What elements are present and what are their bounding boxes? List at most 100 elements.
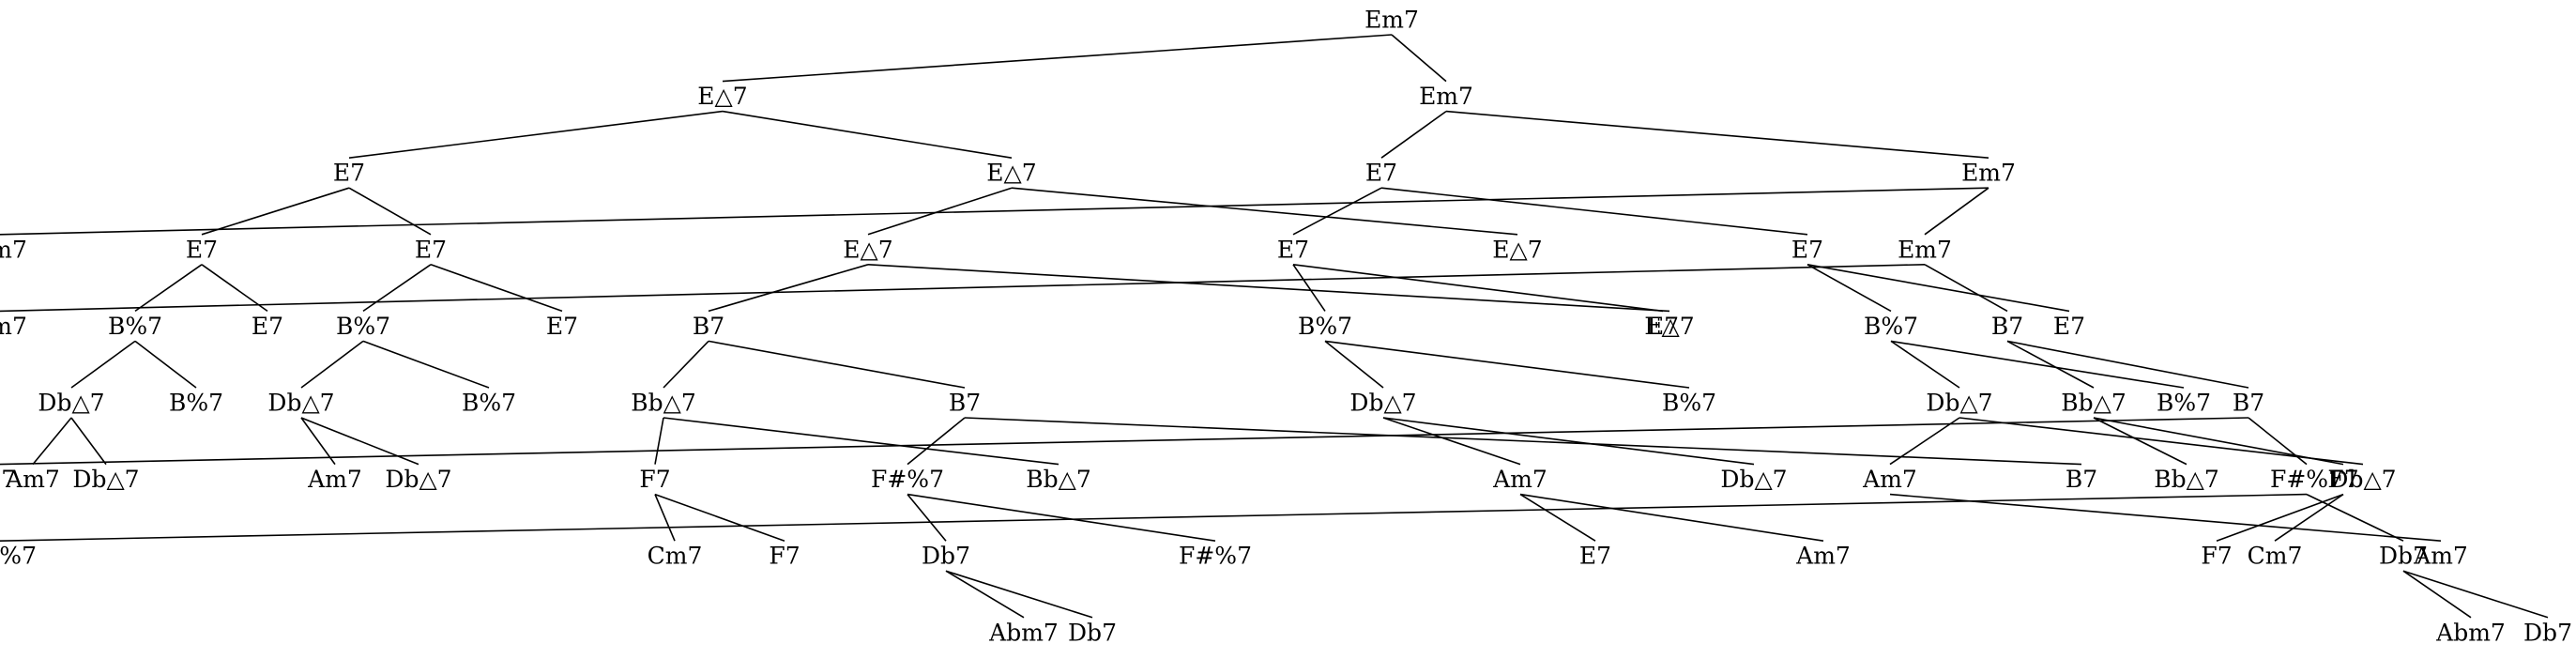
chord-node: Am7 [2413,543,2468,570]
chord-node: E7 [186,236,218,263]
tree-edge [1519,493,1596,542]
chord-node: Abm7 [2435,619,2506,646]
tree-edge [1890,340,1960,389]
chord-node: F#%7 [871,466,944,493]
tree-edge [964,417,2082,466]
chord-node: B%7 [336,313,390,340]
chord-node: B7 [2233,390,2264,417]
tree-edge [945,570,1093,619]
tree-edge [708,340,966,389]
tree-edge [654,494,676,542]
tree-edge [0,493,2308,542]
tree-edge [663,340,709,389]
chord-node: Bb△7 [631,390,696,417]
tree-edge [1292,264,1664,313]
tree-edge [708,264,869,313]
chord-node: B%7 [169,390,223,417]
tree-edge [1324,340,1690,389]
tree-edge [722,110,1013,159]
tree-edge [907,494,947,542]
tree-edge [867,187,1013,236]
chord-node: Db△7 [1926,390,1992,417]
chord-node: E7 [1579,543,1611,570]
tree-edge [362,264,432,313]
tree-edge [1382,417,1755,466]
tree-edge [1806,264,1892,313]
chord-node: B%7 [462,390,516,417]
tree-edge [2006,340,2249,389]
chord-node: Db△7 [385,466,451,493]
tree-edge [907,417,966,466]
chord-node: Am7 [5,466,60,493]
tree-edge [2216,493,2344,542]
chord-node: E△7 [1644,313,1694,340]
chord-node: F#%7 [0,543,37,570]
chord-node: Cm7 [648,543,703,570]
chord-node: B%7 [1864,313,1918,340]
tree-edge [2402,570,2549,619]
tree-edge [201,187,350,236]
tree-edge [1391,34,1447,83]
chord-node: B7 [2065,466,2097,493]
tree-edge [1292,187,1382,236]
tree-edge [867,264,1670,313]
chord-node: Em7 [1364,7,1419,34]
tree-edge [348,187,432,236]
tree-edge [2093,417,2344,466]
chord-node: E7 [1277,236,1309,263]
chord-node: Db7 [2379,543,2428,570]
tree-edge [663,417,1059,466]
tree-edge [70,340,136,389]
tree-edge [0,187,1989,236]
tree-edge [300,417,336,466]
tree-edge [2402,570,2472,619]
tree-edge [1380,187,1808,236]
tree-edge [0,264,1926,313]
tree-edge [2006,340,2095,389]
chord-node: F7 [639,466,670,493]
chord-node: E△7 [1492,236,1542,263]
tree-edge [348,110,724,159]
chord-node: F#%7 [2270,466,2343,493]
chord-node: E7 [546,313,578,340]
chord-node: B7 [1991,313,2023,340]
tree-edge [70,417,107,466]
tree-edge [1924,187,1989,236]
tree-edge [2093,417,2187,466]
tree-edge [722,34,1393,83]
chord-node: Am7 [1492,466,1547,493]
chord-node: Em7 [1898,236,1952,263]
tree-edge [654,493,785,542]
chord-node: F7 [2327,466,2358,493]
chord-node: F7 [769,543,800,570]
chord-node: E7 [2053,313,2085,340]
tree-edge [907,493,1216,542]
tree-edge [300,340,364,389]
chord-node: Db7 [1068,619,1117,646]
chord-node: Db△7 [38,390,104,417]
chord-node: Bb△7 [2154,466,2219,493]
chord-node: Db7 [2523,619,2572,646]
chord-node: Db△7 [1349,390,1416,417]
chord-node: Bb△7 [1026,466,1091,493]
chord-node: E7 [415,236,447,263]
chord-node: E7 [1791,236,1823,263]
chord-node: Db△7 [1720,466,1787,493]
chord-node: B7 [693,313,724,340]
chord-node: E△7 [697,83,747,110]
tree-edge [1806,264,2070,313]
chord-node: Db△7 [72,466,139,493]
tree-edge [362,340,490,389]
tree-edge [1889,417,1960,466]
tree-edge [1889,493,2442,542]
chord-node: Am7 [1795,543,1851,570]
tree-edge [2274,493,2344,542]
tree-edge [1445,110,1989,159]
chord-node: B7 [949,390,981,417]
chord-node: Db7 [922,543,970,570]
chord-node: Em7 [1419,83,1473,110]
chord-node: E△7 [843,236,892,263]
tree-edge [32,417,72,466]
chord-node: B%7 [108,313,162,340]
tree-edge [1292,264,1326,312]
